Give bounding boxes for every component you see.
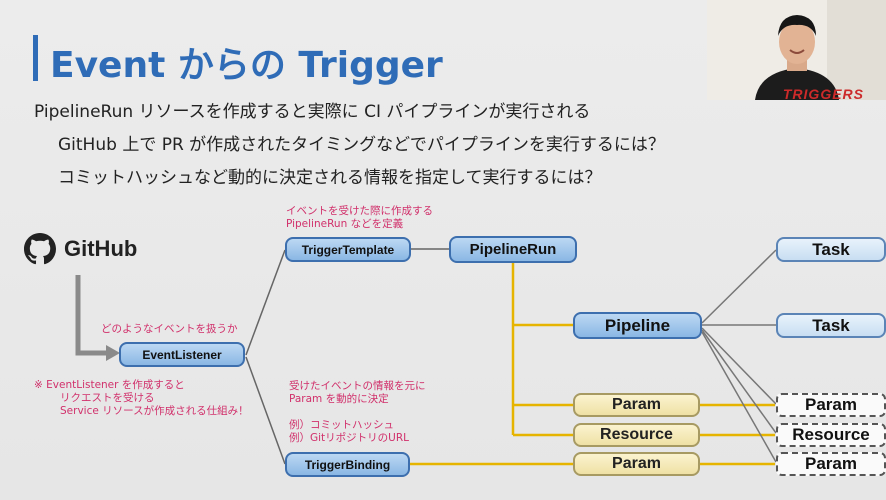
example-note-line-1: 例）コミットハッシュ: [289, 419, 394, 431]
pipeline-to-param-right: [701, 327, 777, 405]
eventlistener-box: EventListener: [119, 342, 245, 367]
pipeline-to-param-right-bottom: [701, 331, 777, 463]
triggerbinding-box: TriggerBinding: [285, 452, 410, 477]
template-note-line-1: イベントを受けた際に作成する: [286, 205, 433, 217]
triggertemplate-box: TriggerTemplate: [285, 237, 411, 262]
resource-box-mid: Resource: [573, 423, 700, 447]
warning-note-line-1: ※ EventListener を作成すると: [34, 379, 185, 391]
binding-note-line-1: 受けたイベントの情報を元に: [289, 380, 426, 392]
param-box-right-bottom: Param: [776, 452, 886, 476]
github-octocat-icon: [24, 233, 56, 265]
presenter-avatar: [707, 0, 886, 100]
binding-note-line-2: Param を動的に決定: [289, 393, 389, 405]
listener-to-binding: [245, 356, 286, 465]
resource-box-right: Resource: [776, 423, 886, 447]
warning-note-line-3: Service リソースが作成される仕組み！: [60, 405, 249, 417]
github-label: GitHub: [64, 236, 138, 261]
webcam-overlay: TRIGGERS: [707, 0, 886, 100]
pipelinerun-box: PipelineRun: [449, 236, 577, 263]
listener-note: どのようなイベントを扱うか: [101, 323, 238, 335]
pipeline-box: Pipeline: [573, 312, 702, 339]
param-box-right: Param: [776, 393, 886, 417]
param-box-mid: Param: [573, 393, 700, 417]
title-accent-bar: [33, 35, 38, 81]
github-to-listener-arrow: [75, 275, 108, 356]
param-box-bottom: Param: [573, 452, 700, 476]
warning-note-line-2: リクエストを受ける: [60, 392, 155, 404]
bullet-line-1: PipelineRun リソースを作成すると実際に CI パイプラインが実行され…: [34, 102, 591, 122]
github-logo: GitHub: [24, 233, 137, 265]
bullet-line-2: GitHub 上で PR が作成されたタイミングなどでパイプラインを実行するには…: [58, 135, 665, 155]
listener-to-template: [245, 249, 286, 356]
task-box-2: Task: [776, 313, 886, 338]
slide-title: Event からの Trigger: [50, 45, 443, 86]
pipeline-to-task1: [701, 249, 777, 324]
pipeline-to-resource-right: [701, 329, 777, 434]
task-box-1: Task: [776, 237, 886, 262]
example-note-line-2: 例）GitリポジトリのURL: [289, 432, 410, 444]
webcam-overlay-text: TRIGGERS: [782, 86, 864, 100]
bullet-line-3: コミットハッシュなど動的に決定される情報を指定して実行するには？: [58, 168, 602, 188]
template-note-line-2: PipelineRun などを定義: [286, 218, 404, 230]
arrowhead: [106, 345, 120, 361]
